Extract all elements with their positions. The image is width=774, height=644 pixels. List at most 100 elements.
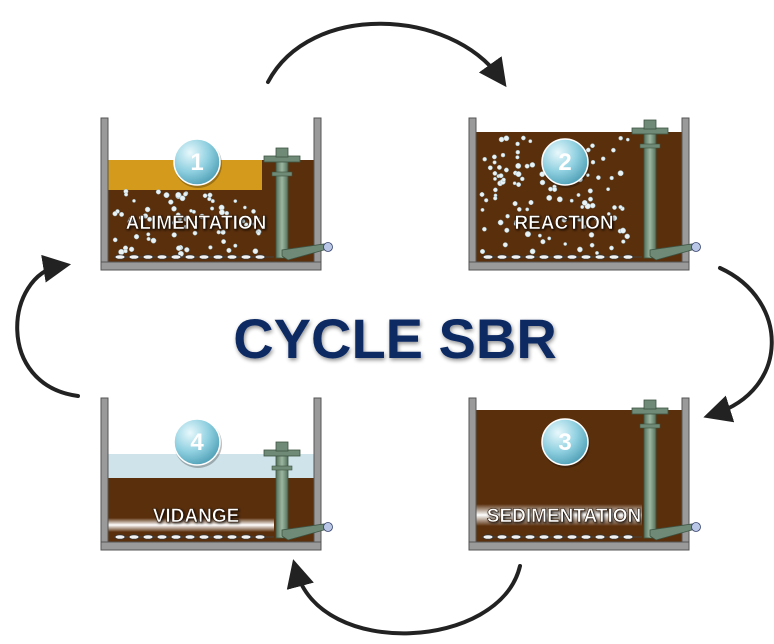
pipe-column	[643, 409, 657, 539]
diffuser-head	[580, 254, 592, 260]
diffuser-head	[552, 534, 564, 540]
air-bubble	[498, 136, 505, 143]
stage-number: 1	[190, 149, 203, 176]
air-bubble	[496, 164, 502, 170]
air-bubble	[512, 201, 518, 207]
stage-badge: 1	[173, 138, 222, 188]
air-bubble	[516, 182, 522, 188]
diffuser-head	[128, 534, 140, 540]
air-bubble	[183, 225, 188, 229]
stage-label: REACTION	[514, 213, 613, 234]
air-bubble	[606, 187, 611, 192]
diffuser-head	[184, 254, 196, 260]
air-bubble	[596, 175, 601, 180]
diffuser-head	[128, 254, 140, 260]
air-bubble	[500, 152, 506, 158]
tank-wall-left	[100, 117, 109, 271]
tank-wall-left	[468, 397, 477, 551]
air-bubble	[524, 163, 530, 169]
air-bubble	[155, 189, 161, 195]
air-bubble	[218, 209, 225, 216]
air-bubble	[514, 219, 520, 225]
air-bubble	[233, 243, 238, 248]
diffuser-head	[524, 254, 536, 260]
air-bubble	[585, 173, 590, 177]
air-bubble	[491, 154, 497, 160]
diffuser-head	[524, 534, 536, 540]
air-bubble	[123, 248, 128, 254]
diffuser-head	[608, 534, 620, 540]
arrow-stage3-to-stage4	[286, 559, 522, 636]
diffuser-head	[496, 534, 508, 540]
air-bubble	[588, 196, 593, 202]
air-bubble	[577, 217, 582, 222]
air-bubble	[577, 246, 583, 253]
air-bubble	[176, 245, 182, 251]
air-bubble	[492, 171, 498, 176]
pipe-collar	[271, 465, 293, 471]
diffuser-head	[254, 254, 266, 260]
air-bubble	[150, 237, 157, 244]
air-bubble	[163, 192, 170, 199]
cycle-arrows	[15, 21, 774, 636]
air-bubble	[118, 248, 125, 256]
air-bubble	[133, 234, 140, 240]
diffuser-head	[198, 254, 210, 260]
air-bubble	[503, 167, 509, 173]
pipe-cap	[275, 441, 289, 452]
diffuser-head	[622, 254, 634, 260]
stage-badge: 4	[173, 418, 222, 468]
stage-badge-circle	[173, 138, 221, 186]
diffuser-line	[482, 254, 642, 260]
stage-badge-circle	[173, 418, 221, 466]
air-bubbles	[479, 135, 630, 255]
diffuser-head	[566, 254, 578, 260]
diffuser-head	[240, 534, 252, 540]
air-bubble	[146, 232, 151, 237]
air-bubble	[147, 216, 153, 222]
air-bubble	[540, 239, 546, 245]
air-bubble	[612, 205, 617, 210]
air-bubble	[529, 162, 536, 168]
stage-label: SEDIMENTATION	[487, 506, 641, 527]
air-bubble	[171, 232, 177, 238]
air-bubble	[501, 177, 506, 182]
tanks: 1ALIMENTATION2REACTION3SEDIMENTATION4VID…	[100, 117, 701, 551]
air-bubble	[189, 208, 193, 213]
stage-badge-circle	[541, 418, 589, 466]
air-bubble	[515, 171, 522, 178]
diffuser-line	[114, 534, 274, 540]
air-bubble	[617, 170, 624, 177]
air-bubble	[256, 231, 261, 236]
diffuser-head	[496, 254, 508, 260]
tank-floor	[100, 261, 322, 271]
diffuser-head	[594, 534, 606, 540]
air-bubble	[524, 231, 531, 238]
air-bubble	[112, 211, 118, 217]
diffuser-head	[482, 254, 494, 260]
diffuser-head	[482, 534, 494, 540]
stage-label: ALIMENTATION	[126, 213, 267, 234]
air-bubble	[556, 196, 563, 203]
air-bubble	[493, 176, 497, 181]
air-bubble	[504, 227, 510, 233]
diffuser-head	[240, 254, 252, 260]
air-bubble	[210, 199, 215, 204]
diffuser-head	[212, 534, 224, 540]
air-bubble	[609, 175, 614, 181]
air-bubble	[561, 217, 567, 223]
air-bubble	[528, 139, 533, 144]
air-bubble	[620, 227, 626, 234]
diffuser-head	[566, 534, 578, 540]
air-bubble	[487, 165, 493, 171]
settled-band	[476, 504, 642, 526]
air-bubble	[119, 211, 125, 217]
air-bubble	[539, 179, 546, 186]
diffuser-head	[510, 534, 522, 540]
stage-number: 3	[558, 429, 571, 456]
air-bubble	[479, 192, 485, 197]
diffuser-head	[142, 534, 154, 540]
decanter-pipe	[263, 441, 333, 541]
air-bubble	[482, 156, 487, 162]
